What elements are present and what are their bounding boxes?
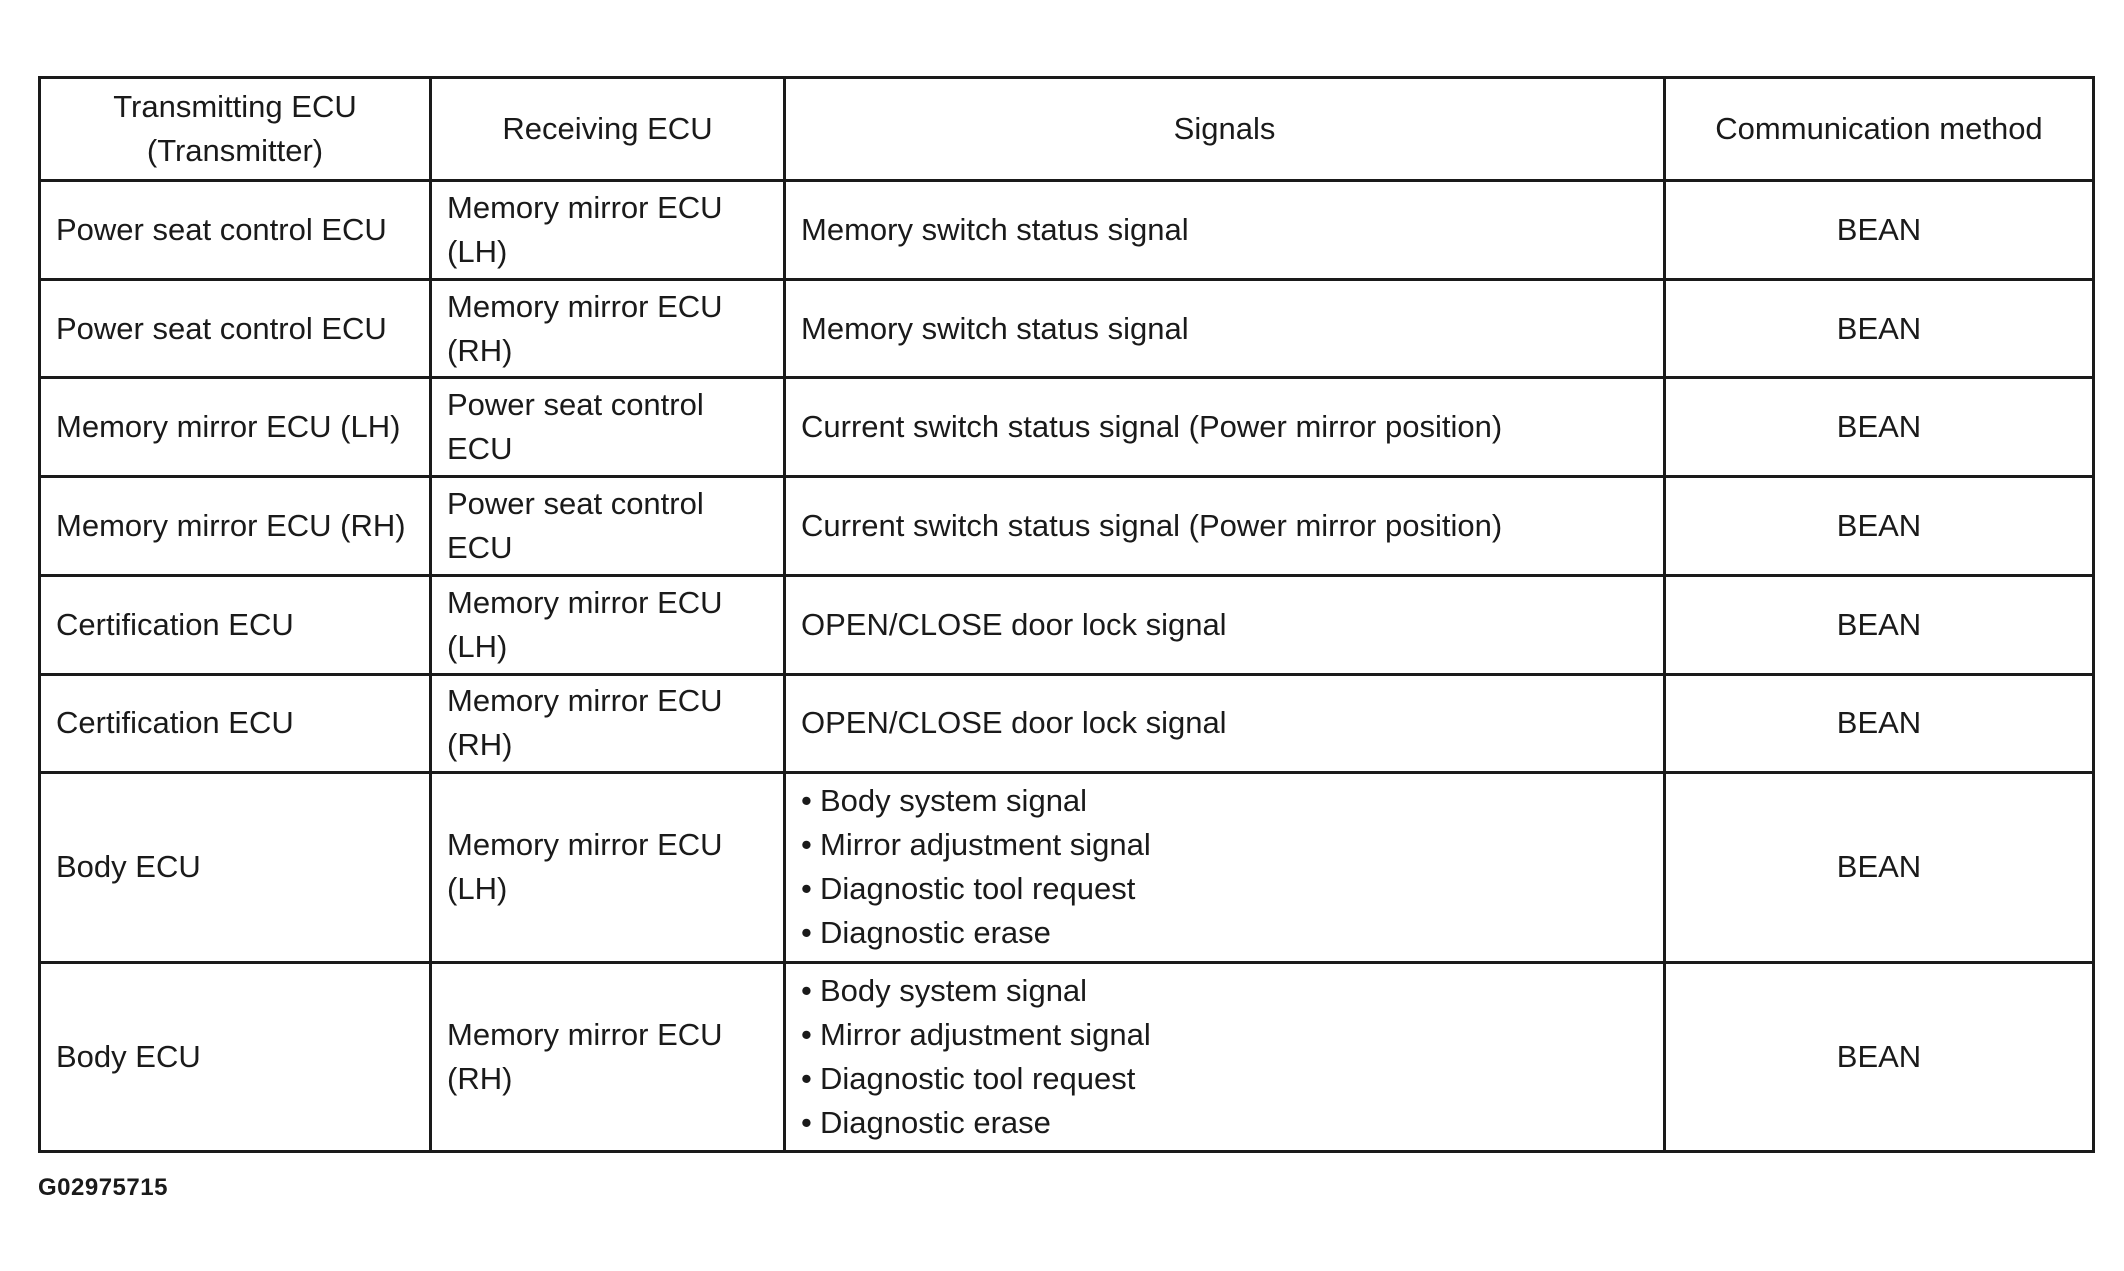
cell-signals: OPEN/CLOSE door lock signal [783, 672, 1666, 775]
cell-receiving-ecu: Memory mirror ECU (RH) [429, 672, 786, 775]
figure-id: G02975715 [38, 1174, 168, 1201]
receiving-ecu-line: (LH) [447, 233, 508, 269]
cell-communication-method: BEAN [1663, 179, 2095, 281]
signal-text: Current switch status signal (Power mirr… [801, 507, 1503, 543]
cell-signals: Memory switch status signal [783, 179, 1666, 281]
signal-text: Memory switch status signal [801, 211, 1189, 247]
receiving-ecu-line: (LH) [447, 628, 508, 664]
cell-signals: Body system signalMirror adjustment sign… [783, 771, 1666, 964]
table-row: Memory mirror ECU (LH)Power seat control… [38, 376, 2095, 479]
cell-communication-method: BEAN [1663, 573, 2095, 676]
cell-transmitting-ecu: Body ECU [38, 771, 432, 964]
table-row: Power seat control ECU Memory mirror ECU (… [38, 277, 2095, 380]
cell-communication-method: BEAN [1663, 771, 2095, 964]
receiving-ecu-line: (RH) [447, 727, 513, 763]
receiving-ecu-line: Memory mirror ECU [447, 288, 723, 324]
receiving-ecu-line: (LH) [447, 871, 508, 907]
signal-text: OPEN/CLOSE door lock signal [801, 705, 1227, 741]
receiving-ecu-line: Memory mirror ECU [447, 189, 723, 225]
cell-communication-method: BEAN [1663, 475, 2095, 577]
signal-text: Current switch status signal (Power mirr… [801, 409, 1503, 445]
signal-list-item: Body system signal [801, 779, 1648, 823]
receiving-ecu-line: Memory mirror ECU [447, 584, 723, 620]
signal-text: Memory switch status signal [801, 310, 1189, 346]
table-row: Power seat control ECU Memory mirror ECU (… [38, 179, 2095, 281]
receiving-ecu-line: Memory mirror ECU [447, 683, 723, 719]
cell-transmitting-ecu: Power seat control ECU [38, 179, 432, 281]
cell-receiving-ecu: Memory mirror ECU (LH) [429, 179, 786, 281]
cell-transmitting-ecu: Memory mirror ECU (LH) [38, 376, 432, 479]
table-row: Certification ECU Memory mirror ECU (RH) OP… [38, 672, 2095, 775]
table-row: Memory mirror ECU (RH)Power seat control… [38, 475, 2095, 577]
cell-receiving-ecu: Memory mirror ECU (RH) [429, 277, 786, 380]
table-row: Body ECU Memory mirror ECU (RH) Body system… [38, 960, 2095, 1154]
signal-list: Body system signalMirror adjustment sign… [801, 969, 1648, 1145]
cell-transmitting-ecu: Memory mirror ECU (RH) [38, 475, 432, 577]
table-row: Certification ECU Memory mirror ECU (LH) OP… [38, 573, 2095, 676]
table-body: Power seat control ECU Memory mirror ECU (… [38, 179, 2095, 1154]
cell-receiving-ecu: Memory mirror ECU (RH) [429, 960, 786, 1154]
receiving-ecu-line: Power seat control [447, 387, 704, 423]
cell-signals: OPEN/CLOSE door lock signal [783, 573, 1666, 676]
table-header-row: Transmitting ECU (Transmitter) Receiving… [38, 76, 2095, 182]
cell-signals: Current switch status signal (Power mirr… [783, 475, 1666, 577]
signal-list: Body system signalMirror adjustment sign… [801, 779, 1648, 955]
header-communication-method: Communication method [1663, 76, 2095, 182]
signal-list-item: Mirror adjustment signal [801, 823, 1648, 867]
table-row: Body ECU Memory mirror ECU (LH) Body system… [38, 771, 2095, 964]
cell-signals: Body system signalMirror adjustment sign… [783, 960, 1666, 1154]
cell-receiving-ecu: Memory mirror ECU (LH) [429, 573, 786, 676]
cell-communication-method: BEAN [1663, 960, 2095, 1154]
signal-list-item: Diagnostic erase [801, 1101, 1648, 1145]
cell-transmitting-ecu: Certification ECU [38, 672, 432, 775]
cell-transmitting-ecu: Power seat control ECU [38, 277, 432, 380]
cell-signals: Memory switch status signal [783, 277, 1666, 380]
header-transmitting-ecu: Transmitting ECU (Transmitter) [38, 76, 432, 182]
cell-communication-method: BEAN [1663, 376, 2095, 479]
cell-transmitting-ecu: Body ECU [38, 960, 432, 1154]
receiving-ecu-line: (RH) [447, 1060, 513, 1096]
receiving-ecu-line: ECU [447, 529, 513, 565]
cell-signals: Current switch status signal (Power mirr… [783, 376, 1666, 479]
receiving-ecu-line: Power seat control [447, 485, 704, 521]
signal-list-item: Diagnostic tool request [801, 867, 1648, 911]
cell-transmitting-ecu: Certification ECU [38, 573, 432, 676]
cell-communication-method: BEAN [1663, 672, 2095, 775]
signal-list-item: Body system signal [801, 969, 1648, 1013]
communication-table: Transmitting ECU (Transmitter) Receiving… [38, 76, 2095, 1154]
header-signals: Signals [783, 76, 1666, 182]
receiving-ecu-line: Memory mirror ECU [447, 827, 723, 863]
header-receiving-ecu: Receiving ECU [429, 76, 786, 182]
cell-communication-method: BEAN [1663, 277, 2095, 380]
receiving-ecu-line: ECU [447, 431, 513, 467]
signal-list-item: Mirror adjustment signal [801, 1013, 1648, 1057]
receiving-ecu-line: (RH) [447, 332, 513, 368]
signal-text: OPEN/CLOSE door lock signal [801, 606, 1227, 642]
cell-receiving-ecu: Memory mirror ECU (LH) [429, 771, 786, 964]
signal-list-item: Diagnostic erase [801, 911, 1648, 955]
signal-list-item: Diagnostic tool request [801, 1057, 1648, 1101]
receiving-ecu-line: Memory mirror ECU [447, 1016, 723, 1052]
